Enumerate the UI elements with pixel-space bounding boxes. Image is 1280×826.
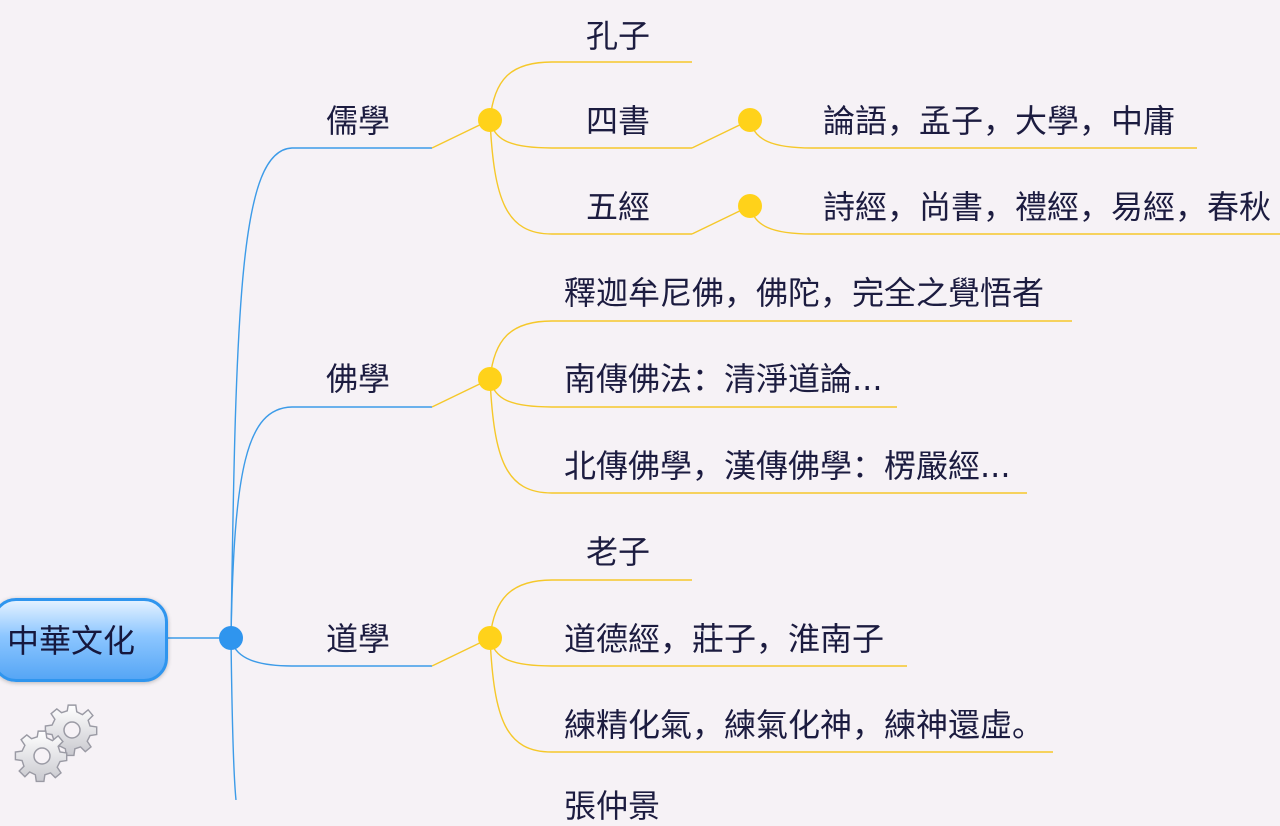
junction-dot-five-classics[interactable]: [738, 194, 762, 218]
root-node-label: 中華文化: [7, 622, 136, 660]
node-confucius[interactable]: 孔子: [586, 17, 651, 55]
node-taoist-0[interactable]: 老子: [586, 533, 651, 571]
node-taoist-2[interactable]: 練精化氣，練氣化神，練神還虛。: [564, 706, 1045, 744]
node-partial-next[interactable]: 張仲景: [564, 787, 661, 825]
node-buddhist-2[interactable]: 北傳佛學，漢傳佛學：楞嚴經...: [564, 447, 1011, 485]
node-five-classics[interactable]: 五經: [586, 188, 651, 226]
junction-dot-confucian[interactable]: [478, 108, 502, 132]
mindmap-connectors: [168, 61, 1280, 800]
node-four-books-detail[interactable]: 論語，孟子，大學，中庸: [823, 102, 1176, 140]
node-four-books[interactable]: 四書: [586, 102, 651, 140]
connector-root-to-next: [230, 637, 237, 800]
root-node[interactable]: 中華文化: [0, 598, 168, 682]
junction-dot-root[interactable]: [219, 626, 243, 650]
branch-label-buddhist[interactable]: 佛學: [326, 360, 391, 398]
connector-root-to-buddhist: [230, 406, 432, 639]
node-five-classics-detail[interactable]: 詩經，尚書，禮經，易經，春秋: [823, 188, 1272, 226]
branch-label-taoist[interactable]: 道學: [326, 620, 391, 658]
gears-icon[interactable]: [10, 694, 106, 786]
junction-dot-four-books[interactable]: [738, 108, 762, 132]
node-taoist-1[interactable]: 道德經，莊子，淮南子: [564, 620, 885, 658]
branch-label-confucian[interactable]: 儒學: [326, 102, 391, 140]
junction-dot-taoist[interactable]: [478, 626, 502, 650]
connector-root-to-confucian: [230, 147, 432, 639]
node-buddhist-0[interactable]: 釋迦牟尼佛，佛陀，完全之覺悟者: [564, 274, 1045, 312]
node-buddhist-1[interactable]: 南傳佛法：清淨道論...: [564, 360, 883, 398]
junction-dot-buddhist[interactable]: [478, 367, 502, 391]
